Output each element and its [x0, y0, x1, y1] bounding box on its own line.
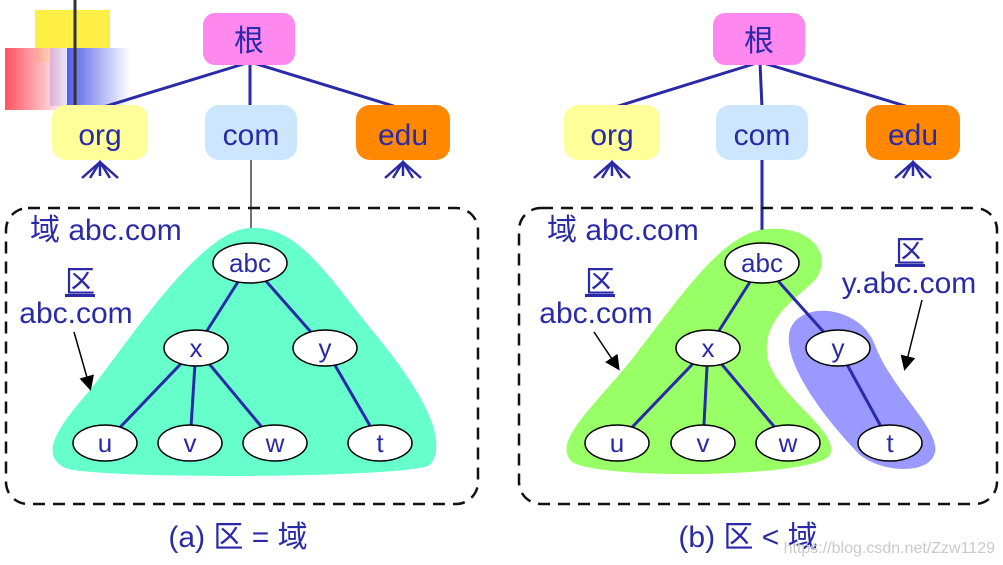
node-x-b-label: x	[702, 333, 715, 363]
tld-com-label: com	[223, 119, 280, 152]
zone-shape-a	[52, 227, 437, 476]
zone1-name-b: abc.com	[539, 297, 652, 330]
domain-label-b: 域 abc.com	[547, 214, 699, 247]
tld-edu-label-b: edu	[888, 119, 938, 152]
node-w-b	[755, 424, 821, 462]
tld-edu-node	[356, 105, 450, 160]
node-t-a	[347, 424, 413, 462]
node-v-a	[157, 424, 223, 462]
logo-red-square	[5, 48, 67, 110]
zone2-pointer-b	[900, 299, 923, 371]
node-w-b-label: w	[778, 428, 798, 458]
edu-fanout-icon	[384, 159, 422, 179]
org-fanout-icon-b	[593, 159, 631, 179]
root-node	[203, 13, 295, 65]
tld-com-node-b	[716, 105, 808, 160]
domain-box-a	[4, 206, 480, 506]
edge-root-edu-b	[759, 60, 913, 110]
zone1-pointer-b	[593, 331, 620, 371]
tld-com-node	[205, 105, 297, 160]
root-label-b: 根	[744, 25, 774, 58]
node-y-a	[292, 329, 358, 367]
domain-label-a: 域 abc.com	[30, 214, 182, 247]
node-v-b-label: v	[697, 428, 710, 458]
node-abc-b-label: abc	[741, 248, 783, 278]
tld-org-label: org	[78, 119, 121, 152]
caption-a: (a) 区 = 域	[168, 521, 307, 554]
node-u-b	[584, 424, 650, 462]
node-abc-b	[724, 242, 800, 284]
node-w-a	[242, 424, 308, 462]
node-t-a-label: t	[376, 428, 384, 458]
node-t-b-label: t	[886, 428, 894, 458]
node-x-b	[675, 329, 741, 367]
slide-logo	[5, 0, 1003, 110]
node-t-b	[857, 424, 923, 462]
node-abc-a	[212, 242, 288, 284]
node-y-b-label: y	[832, 333, 845, 363]
root-node-b	[713, 13, 805, 65]
node-v-a-label: v	[184, 428, 197, 458]
zone-pointer-a	[73, 331, 94, 391]
edge-root-edu	[249, 60, 401, 110]
zone-title-a: 区	[65, 266, 95, 299]
edu-fanout-icon-b	[894, 159, 932, 179]
tld-edu-label: edu	[378, 119, 428, 152]
domain-box-b	[517, 206, 999, 506]
node-u-a	[72, 424, 138, 462]
node-w-a-label: w	[265, 428, 285, 458]
root-label: 根	[234, 25, 264, 58]
tld-com-label-b: com	[734, 119, 791, 152]
node-u-a-label: u	[98, 428, 112, 458]
tld-org-node	[52, 105, 148, 160]
org-fanout-icon	[81, 159, 119, 179]
zone2-name-b: y.abc.com	[842, 267, 977, 300]
watermark: https://blog.csdn.net/Zzw1129	[784, 540, 995, 557]
panel-a: 根 org com edu 域 abc.com 区 abc.com	[4, 13, 480, 554]
node-y-a-label: y	[319, 333, 332, 363]
tld-edu-node-b	[866, 105, 960, 160]
node-y-b	[805, 329, 871, 367]
edge-root-com-b	[758, 61, 764, 109]
zone1-title-b: 区	[585, 266, 615, 299]
zone-name-a: abc.com	[19, 297, 132, 330]
tld-org-label-b: org	[590, 119, 633, 152]
edge-root-org-b	[611, 60, 761, 110]
node-u-b-label: u	[610, 428, 624, 458]
edge-root-org	[99, 60, 251, 110]
node-v-b	[670, 424, 736, 462]
caption-b: (b) 区 < 域	[678, 521, 817, 554]
node-x-a	[163, 329, 229, 367]
zone2-title-b: 区	[895, 236, 925, 269]
panel-b: 根 org com edu 域 abc.com 区 abc.com 区 y.ab…	[517, 13, 999, 554]
tld-org-node-b	[564, 105, 660, 160]
node-abc-a-label: abc	[229, 248, 271, 278]
node-x-a-label: x	[190, 333, 203, 363]
